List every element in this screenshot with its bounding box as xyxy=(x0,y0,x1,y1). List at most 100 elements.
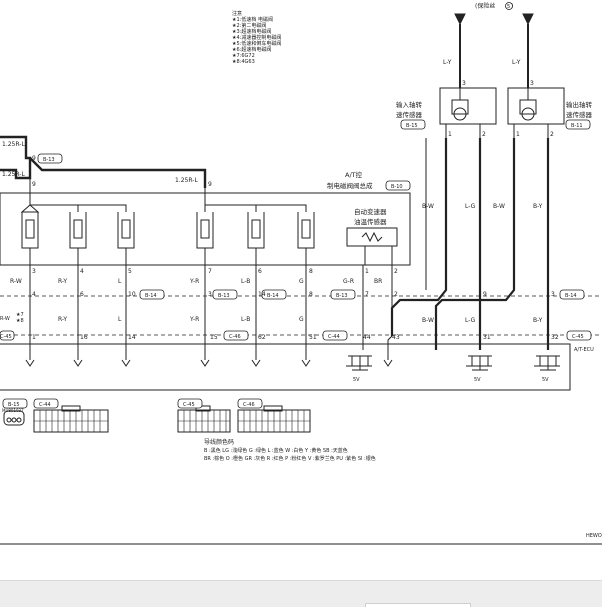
pin-number: 1 xyxy=(32,334,36,341)
connector-tag: B-14 xyxy=(565,293,577,299)
pin-number: 2 xyxy=(394,268,398,275)
wire-label: L-Y xyxy=(512,59,521,66)
note-item: ★1:低速档 电磁阀 xyxy=(232,16,273,23)
connector-tag: B-14 xyxy=(145,293,157,299)
wire-label: L-Y xyxy=(443,59,452,66)
pin-number: 31 xyxy=(483,334,491,341)
wire-color-legend: 导线颜色码 B :黑色 LG :浅绿色 G :绿色 L :蓝色 W :白色 Y … xyxy=(204,438,376,462)
wire-label: G xyxy=(299,316,304,323)
notes-block: 注意 ★1:低速档 电磁阀 ★2:第二电磁阀 ★3:超速档电磁阀 ★4:减速器控… xyxy=(232,10,281,65)
note-item: ★4:减速器控制电磁阀 xyxy=(232,34,281,41)
pin-number: 9 xyxy=(208,181,212,188)
wire-label: G xyxy=(299,278,304,285)
pin-number: 9 xyxy=(483,291,487,298)
wire-label: 1.25R-L xyxy=(2,171,25,178)
pin-number: 5 xyxy=(128,268,132,275)
connector-part-number: MU801037 xyxy=(2,408,24,413)
wire-label: B-Y xyxy=(533,203,543,210)
pin-number: 44 xyxy=(363,334,371,341)
pin-number: 3 xyxy=(32,268,36,275)
note-item: ★5:低速和倒车电磁阀 xyxy=(232,40,281,47)
pin-number: 32 xyxy=(551,334,559,341)
wire-label: 1.25R-L xyxy=(175,177,198,184)
legend-line: BR :棕色 O :橙色 GR :灰色 R :红色 P :粉红色 V :紫罗兰色… xyxy=(204,455,376,462)
output-speed-sensor-label: 输出轴转 xyxy=(566,100,593,109)
pin-number: 3 xyxy=(208,291,212,298)
pin-number: 14 xyxy=(128,334,136,341)
pin-number: 7 xyxy=(365,291,369,298)
wire-label: Y-R xyxy=(189,278,199,285)
connector-tag: B-10 xyxy=(391,184,403,190)
input-speed-sensor-label: 速传感器 xyxy=(396,110,423,119)
pin-number: 1 xyxy=(448,131,452,138)
pin-number: 1 xyxy=(516,131,520,138)
wire-label: B-W xyxy=(422,203,434,210)
pin-number: 9 xyxy=(32,155,36,162)
page-code: HEWO xyxy=(586,533,602,539)
wiring-diagram: 注意 ★1:低速档 电磁阀 ★2:第二电磁阀 ★3:超速档电磁阀 ★4:减速器控… xyxy=(0,2,602,545)
connector-tag: B-15 xyxy=(8,402,20,408)
pin-number: 14 xyxy=(258,291,266,298)
voltage-label: 5V xyxy=(353,377,360,383)
connector-tag: C-45 xyxy=(572,334,584,340)
note-item: ★7:6G72 xyxy=(232,53,255,59)
pin-number: 2 xyxy=(482,131,486,138)
voltage-label: 5V xyxy=(542,377,549,383)
notes-title: 注意 xyxy=(232,10,242,17)
pin-number: 10 xyxy=(128,291,136,298)
wire-label: B-W xyxy=(422,317,434,324)
pin-number: 62 xyxy=(258,334,266,341)
solenoid-group-right xyxy=(196,188,315,265)
wire-label: B-W xyxy=(493,203,505,210)
pin-number: 4 xyxy=(80,268,84,275)
connector-b15-drawing xyxy=(3,410,25,426)
supply-wire-to-solenoid xyxy=(29,157,207,188)
fuse-label: (保险丝 xyxy=(475,2,495,10)
input-speed-sensor-box xyxy=(439,87,497,125)
note-item: ★2:第二电磁阀 xyxy=(232,22,266,29)
legend-title: 导线颜色码 xyxy=(204,438,234,446)
connector-tag: C-46 xyxy=(229,334,241,340)
connector-tag: B-13 xyxy=(336,293,348,299)
connector-tag: B-11 xyxy=(571,123,583,129)
wire-label: R-W xyxy=(10,278,22,285)
main-supply-wire xyxy=(0,135,32,180)
wire-bw-output xyxy=(434,138,516,350)
viewer-footer-bar xyxy=(0,580,602,607)
pin-number: 3 xyxy=(551,291,555,298)
wire-label: L xyxy=(118,316,122,323)
wire-label: G-R xyxy=(343,278,354,285)
thermistor-symbol xyxy=(361,231,383,243)
input-speed-sensor-label: 输入轴转 xyxy=(396,100,423,109)
connector-tag: C-46 xyxy=(243,402,255,408)
wire-label: L-G xyxy=(465,317,476,324)
variant-star: ★8 xyxy=(16,318,24,324)
wire-label: BR xyxy=(374,278,382,285)
pin-number: 3 xyxy=(462,80,466,87)
pin-number: 9 xyxy=(32,181,36,188)
pin-number: 2 xyxy=(394,291,398,298)
connector-tag: B-13 xyxy=(43,157,55,163)
wire-label: L-B xyxy=(241,316,250,323)
voltage-label: 5V xyxy=(474,377,481,383)
pin-number: 4 xyxy=(32,291,36,298)
pin-number: 2 xyxy=(550,131,554,138)
note-item: ★8:4G63 xyxy=(232,59,255,65)
pin-number: 8 xyxy=(309,291,313,298)
connector-tag: C-45 xyxy=(183,402,195,408)
at-ecu-box xyxy=(0,343,571,391)
wire-label: L-B xyxy=(241,278,250,285)
note-item: ★6:超速档电磁阀 xyxy=(232,46,271,53)
fuse-number: 5 xyxy=(507,4,510,10)
solenoid-group-left xyxy=(21,204,135,265)
assembly-label: 制电磁阀阀总成 xyxy=(327,181,373,190)
page-input-box[interactable] xyxy=(365,603,471,607)
wire-bw-input xyxy=(390,138,448,336)
fuse-paren: ) xyxy=(511,3,513,10)
pin-number: 8 xyxy=(309,268,313,275)
ecu-label: A/T-ECU xyxy=(574,347,594,353)
connector-tag: B-14 xyxy=(267,293,279,299)
pin-number: 43 xyxy=(392,334,400,341)
pin-number: 15 xyxy=(210,334,218,341)
